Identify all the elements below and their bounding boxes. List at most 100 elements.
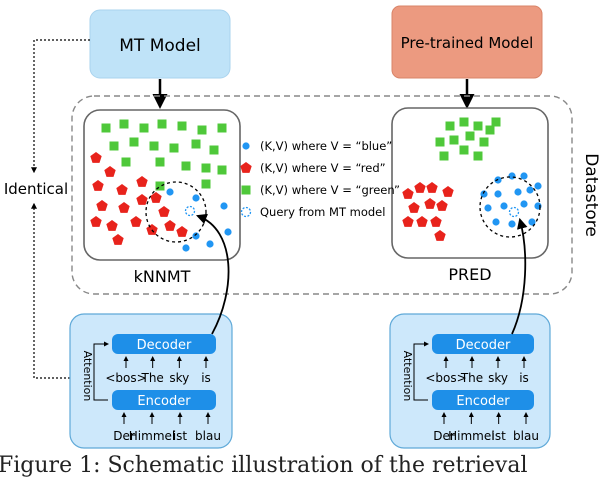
attention-label: Attention (81, 351, 94, 402)
green-point (465, 131, 475, 141)
red-point (136, 194, 148, 205)
red-point (414, 182, 426, 193)
decoder-token: sky (488, 371, 508, 385)
pred-datapoints (402, 117, 542, 241)
pretrained-model-box: Pre-trained Model (391, 5, 543, 79)
red-point (442, 186, 454, 197)
blue-point (520, 200, 528, 208)
figure-caption: Figure 1: Schematic illustration of the … (0, 453, 528, 478)
legend-red-pentagon-icon (240, 162, 252, 173)
identical-label: Identical (4, 180, 68, 198)
green-point (121, 157, 131, 167)
red-point (402, 188, 414, 199)
blue-point (526, 186, 534, 194)
mt-model-box: MT Model (89, 9, 231, 79)
blue-point (508, 172, 516, 180)
decoder-token: is (201, 371, 211, 385)
pred-panel (391, 107, 549, 259)
green-point (491, 117, 501, 127)
attention-bracket (413, 341, 429, 401)
decoder-token: is (519, 371, 529, 385)
encoder-token: Himmel (129, 429, 175, 443)
green-point (439, 151, 449, 161)
red-point (112, 234, 124, 245)
blue-point (500, 202, 508, 210)
decoder-label: Decoder (137, 338, 192, 353)
encoder-token: Der (433, 429, 455, 443)
green-point (157, 119, 167, 129)
green-point (139, 123, 149, 133)
pred-neighborhood-circle (479, 176, 541, 238)
red-point (90, 216, 102, 227)
blue-point (514, 188, 522, 196)
green-point (149, 141, 159, 151)
green-point (155, 157, 165, 167)
blue-point (220, 202, 228, 210)
knnmt-datapoints (90, 119, 232, 252)
decoder-token: The (141, 371, 164, 385)
legend-label: (K,V) where V = “red” (260, 161, 386, 175)
green-point (155, 181, 165, 191)
decoder-token: The (460, 371, 483, 385)
red-point (116, 184, 128, 195)
red-point (150, 192, 162, 203)
attention-bracket (93, 341, 109, 401)
red-point (434, 230, 446, 241)
mt-model-label: MT Model (119, 36, 201, 56)
pred-label: PRED (448, 265, 491, 284)
knnmt-neighborhood-circle (145, 181, 207, 243)
red-point (416, 216, 428, 227)
legend-label: (K,V) where V = “blue” (260, 139, 392, 153)
encoder-block (112, 390, 216, 410)
decoder-label: Decoder (456, 338, 511, 353)
red-point (436, 200, 448, 211)
legend-item: (K,V) where V = “green” (241, 183, 400, 197)
red-point (430, 216, 442, 227)
identical-dotted-bottom (31, 202, 70, 379)
blue-point (528, 218, 536, 226)
green-point (217, 165, 227, 175)
knnmt-query-point (184, 205, 196, 217)
encoder-token: blau (513, 429, 539, 443)
legend-item: Query from MT model (240, 205, 385, 219)
green-point (209, 145, 219, 155)
red-point (164, 220, 176, 231)
green-point (129, 137, 139, 147)
green-point (473, 121, 483, 131)
red-point (90, 152, 102, 163)
decoder-token: sky (169, 371, 189, 385)
encoder-label: Encoder (137, 394, 191, 409)
legend-item: (K,V) where V = “blue” (242, 139, 392, 153)
green-point (119, 119, 129, 129)
red-point (176, 226, 188, 237)
red-point (118, 202, 130, 213)
green-point (449, 135, 459, 145)
red-point (104, 166, 116, 177)
green-point (217, 123, 227, 133)
encoder-label: Encoder (456, 394, 510, 409)
blue-point (484, 204, 492, 212)
blue-point (520, 172, 528, 180)
encoder-token: Himmel (448, 429, 494, 443)
green-point (109, 141, 119, 151)
legend-query-icon (240, 206, 252, 218)
blue-point (494, 190, 502, 198)
green-point (191, 139, 201, 149)
red-point (402, 216, 414, 227)
green-point (197, 125, 207, 135)
green-point (101, 123, 111, 133)
encoder-token: blau (195, 429, 221, 443)
legend-blue-circle-icon (242, 142, 250, 150)
legend-green-square-icon (241, 185, 251, 195)
red-point (106, 220, 118, 231)
red-point (96, 200, 108, 211)
blue-point (166, 188, 174, 196)
blue-point (534, 182, 542, 190)
pretrained-model-label: Pre-trained Model (401, 34, 534, 52)
green-point (177, 121, 187, 131)
green-point (473, 151, 483, 161)
legend: (K,V) where V = “blue” (K,V) where V = “r… (240, 139, 400, 219)
green-point (479, 137, 489, 147)
decoder-block (112, 334, 216, 354)
